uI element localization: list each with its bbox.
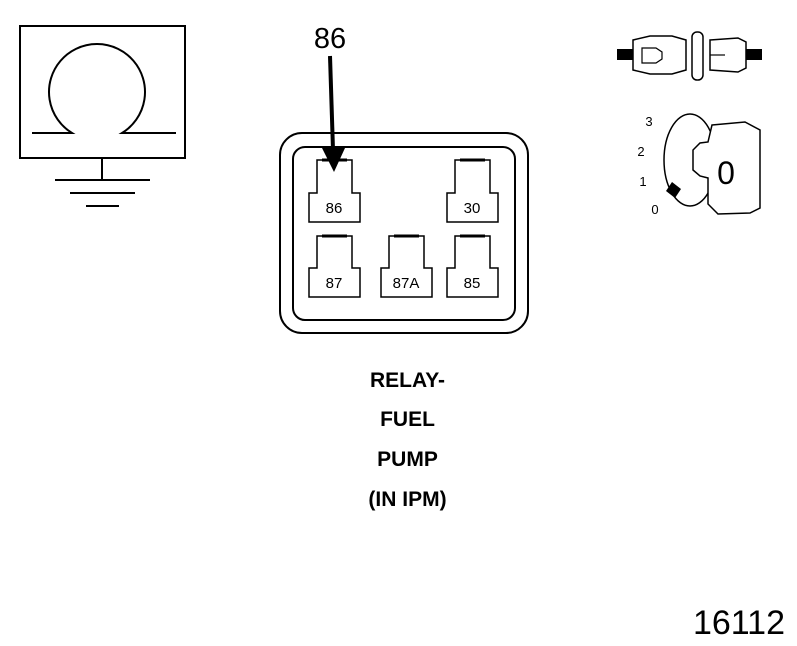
caption-line-2: FUEL	[380, 408, 435, 431]
callout-arrow	[322, 55, 345, 172]
ground-icon	[55, 158, 150, 207]
terminal-85-label: 85	[464, 275, 481, 292]
key-position-1: 1	[639, 174, 646, 189]
relay-housing	[279, 132, 529, 334]
connector-icon	[617, 31, 762, 81]
ignition-key-icon: 0 3 2 1 0	[637, 113, 761, 217]
terminal-87-label: 87	[326, 275, 343, 292]
key-position-3: 3	[645, 114, 652, 129]
terminal-86: 86	[308, 158, 361, 223]
terminal-85: 85	[446, 234, 499, 298]
terminal-86-label: 86	[326, 200, 343, 217]
caption-line-1: RELAY-	[369, 369, 446, 392]
terminal-30: 30	[446, 158, 499, 223]
key-position-0: 0	[651, 202, 658, 217]
ohmmeter-icon	[19, 25, 186, 159]
terminal-30-label: 30	[464, 200, 481, 217]
caption-line-4: (IN IPM)	[368, 488, 447, 511]
terminal-87a: 87A	[380, 234, 433, 298]
terminal-87a-label: 87A	[393, 275, 420, 292]
callout-label: 86	[314, 23, 346, 55]
key-position-2: 2	[637, 144, 644, 159]
terminal-87: 87	[308, 234, 361, 298]
figure-number: 16112	[692, 604, 785, 642]
caption-line-3: PUMP	[377, 448, 438, 471]
key-position-label: 0	[717, 155, 735, 191]
